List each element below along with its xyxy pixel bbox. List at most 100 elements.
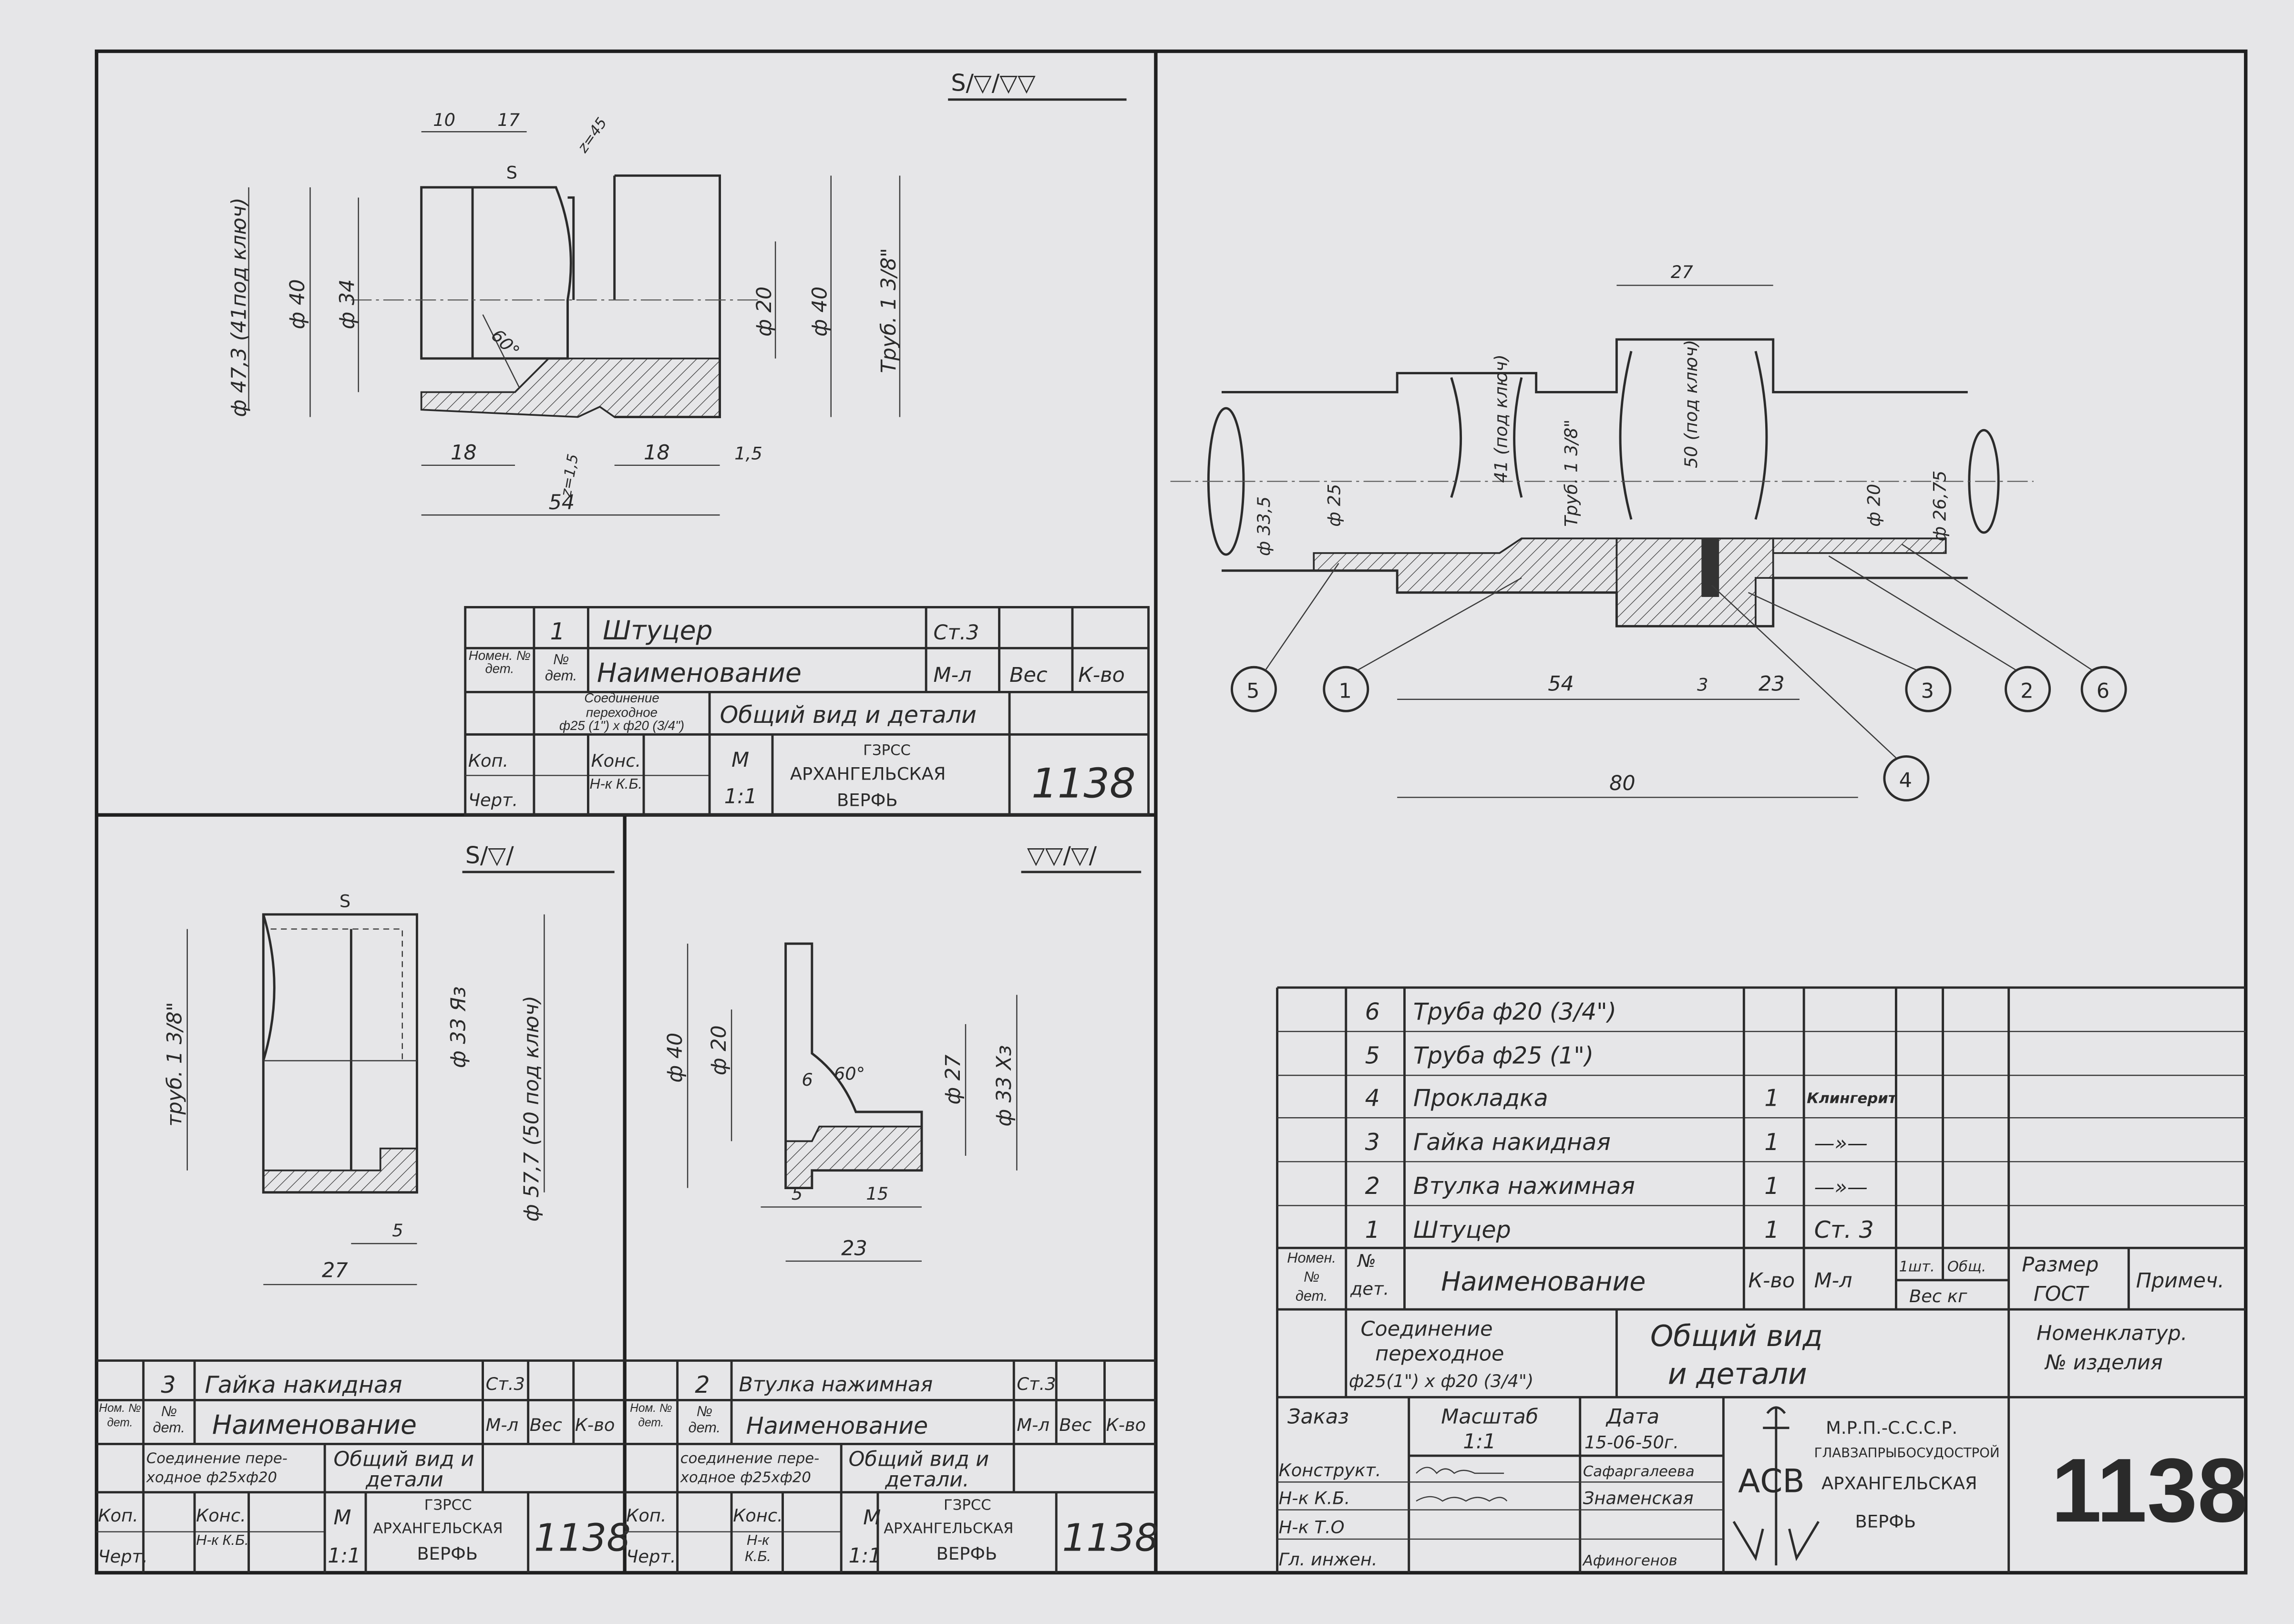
label-drawn: Черт.: [468, 790, 518, 811]
header-qty: К-во: [1749, 1269, 1795, 1293]
bom-name: Штуцер: [1413, 1216, 1511, 1244]
drawing-number: 1138: [1031, 760, 1136, 807]
dim-dia-25: ф 25: [1324, 484, 1345, 527]
header-material: М-л: [486, 1415, 519, 1435]
assembly-name-2: ходное ф25хф20: [146, 1469, 277, 1486]
bom-name: Труба ф20 (3/4"): [1413, 998, 1616, 1026]
dim-54: 54: [1548, 672, 1574, 696]
assembly-name-3: ф25 (1") х ф20 (3/4"): [559, 718, 685, 733]
dim-18a: 18: [451, 441, 477, 465]
callout-balloons: 5 1 3 2 6 4: [1231, 544, 2127, 802]
scale-label: М: [334, 1506, 351, 1530]
header-gost: ГОСТ: [2034, 1282, 2090, 1306]
drawing-number: 1138: [2051, 1440, 2248, 1541]
part-no: 1: [550, 617, 565, 645]
assembly-name-1: Соединение: [1360, 1317, 1492, 1341]
bom-row: 5 Труба ф25 (1"): [1365, 1042, 1594, 1069]
bom-no: 3: [1365, 1128, 1380, 1156]
header-no: № дет.: [545, 652, 577, 685]
bom-no: 6: [1365, 998, 1380, 1026]
scale-value: 1:1: [849, 1544, 882, 1568]
surface-finish-symbol: ▽▽/▽/: [1027, 841, 1097, 869]
bom-row: 4 Прокладка 1 Клингерит: [1365, 1084, 1898, 1112]
dim-23: 23: [841, 1237, 867, 1261]
bom-row: 1 Штуцер 1 Ст. 3: [1365, 1216, 1874, 1244]
assembly-name-2: ходное ф25хф20: [680, 1469, 811, 1486]
header-weight: Вес кг: [1909, 1286, 1967, 1306]
part-no: 3: [161, 1371, 176, 1398]
label-designer: Конс.: [196, 1505, 246, 1526]
dim-thread: Труб. 1 3/8": [877, 248, 901, 373]
dim-3: 3: [1697, 674, 1708, 695]
dim-dia-26-75: ф 26,75: [1930, 471, 1950, 541]
dim-dia-27: ф 27: [941, 1055, 965, 1105]
document-title-2: и детали: [1668, 1357, 1807, 1391]
bom-no: 2: [1365, 1172, 1380, 1200]
logo-letters: АСВ: [1738, 1462, 1805, 1500]
assembly-name-2: переходное: [586, 704, 658, 719]
dim-thread: Труб. 1 3/8": [1561, 420, 1582, 527]
dim-dia-40: ф 40: [286, 279, 309, 329]
s-mark: S: [339, 891, 350, 911]
header-no-cell: № дет.: [688, 1404, 721, 1437]
header-weight: Вес: [530, 1415, 562, 1435]
shipyard-logo: АСВ: [1732, 1406, 1820, 1566]
dim-5: 5: [792, 1183, 802, 1204]
part-name: Втулка нажимная: [739, 1373, 933, 1397]
scale-label: Масштаб: [1441, 1405, 1538, 1429]
label-copied: Коп.: [626, 1505, 666, 1526]
role-head-kb: Н-к К.Б.: [1279, 1488, 1350, 1508]
callout-4: 4: [1899, 769, 1912, 792]
document-title: Общий вид и детали: [720, 701, 977, 729]
header-qty: К-во: [575, 1415, 615, 1435]
document-title-2: детали.: [885, 1468, 969, 1491]
dim-27: 27: [322, 1259, 348, 1283]
bom-qty: 1: [1764, 1216, 1779, 1244]
part3-drawing: S/▽/ S труб. 1 3/8" ф 33 Яз ф 57,7 (50 п…: [163, 841, 615, 1285]
assembly-name-cell: Соединение переходное ф25 (1") х ф20 (3/…: [559, 692, 685, 733]
dim-5: 5: [392, 1220, 403, 1241]
dim-dia-40b: ф 40: [808, 287, 832, 337]
dim-dia-40: ф 40: [663, 1033, 687, 1083]
header-material: М-л: [934, 663, 972, 687]
header-material: М-л: [1814, 1269, 1852, 1293]
dim-thread: труб. 1 3/8": [163, 1002, 186, 1126]
header-no: № дет.: [688, 1404, 721, 1437]
bom-name: Труба ф25 (1"): [1413, 1042, 1594, 1069]
callout-6: 6: [2097, 679, 2109, 703]
scale-label: М: [731, 748, 749, 772]
name-chief-engineer: Афиногенов: [1582, 1552, 1677, 1569]
header-no-cell: № дет.: [153, 1405, 185, 1437]
header-no-cell: № дет.: [545, 652, 577, 685]
header-nomen-cell: Номен. № дет.: [1287, 1251, 1337, 1305]
signature: [1416, 1496, 1508, 1502]
document-title-1: Общий вид и: [334, 1448, 474, 1471]
header-nomen: Ном. № дет.: [99, 1401, 141, 1429]
scale-value: 1:1: [1463, 1430, 1496, 1454]
drawing-number: 1138: [1062, 1515, 1159, 1560]
part2-title-block: 2 Втулка нажимная Ст.3 Ном. № дет. № дет…: [625, 1359, 1159, 1573]
dim-dia-34: ф 34: [336, 279, 360, 329]
callout-5: 5: [1246, 679, 1259, 703]
sheet-frame: [94, 49, 2248, 1575]
bom-material: Ст. 3: [1814, 1216, 1874, 1244]
org-line-3: ВЕРФЬ: [837, 790, 898, 811]
dim-dia-47-3: ф 47,3 (41под ключ): [227, 197, 251, 417]
org-line-4: ВЕРФЬ: [1855, 1511, 1916, 1531]
header-weight: Вес: [1009, 663, 1048, 687]
bom-material: —»—: [1814, 1131, 1868, 1155]
header-nomen: Номен.: [1287, 1251, 1337, 1267]
dim-23: 23: [1759, 672, 1785, 696]
label-copied: Коп.: [468, 750, 508, 771]
date-label: Дата: [1605, 1405, 1659, 1429]
label-designer: Конс.: [591, 750, 641, 771]
scale-value: 1:1: [724, 785, 757, 809]
part-material: Ст.3: [934, 621, 979, 645]
callout-2: 2: [2020, 679, 2033, 703]
header-nomen-cell: Ном. № дет.: [630, 1402, 672, 1429]
dim-17: 17: [497, 110, 520, 130]
bom-row: 3 Гайка накидная 1 —»—: [1365, 1128, 1868, 1156]
header-name: Наименование: [746, 1412, 928, 1439]
label-head-kb: Н-к К.Б.: [589, 777, 642, 793]
dim-1-5: 1,5: [734, 443, 762, 464]
